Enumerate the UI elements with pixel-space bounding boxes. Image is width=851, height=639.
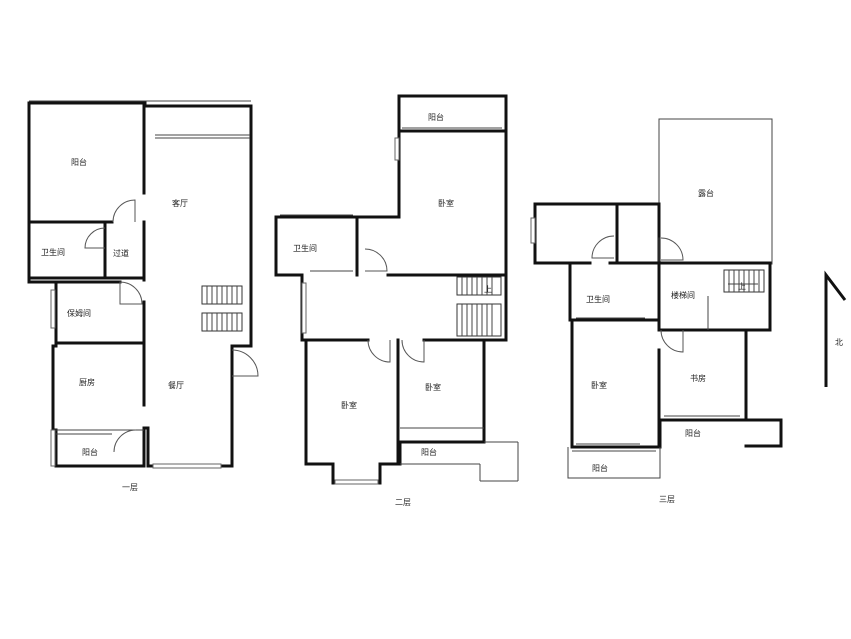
f3-terrace-label: 露台 bbox=[698, 188, 714, 198]
f1-window bbox=[50, 429, 56, 467]
f1-balcony-bottom-label: 阳台 bbox=[82, 447, 98, 457]
f1-door bbox=[112, 199, 136, 223]
north-arrow-icon bbox=[824, 270, 847, 387]
stair-flight bbox=[456, 303, 502, 337]
f2-door bbox=[367, 339, 391, 363]
f1-bath-label: 卫生间 bbox=[41, 247, 65, 257]
f2-master-bed-label: 卧室 bbox=[438, 198, 454, 208]
f3-stair-up-mark: 上 bbox=[738, 282, 746, 291]
f3-balcony-right-label: 阳台 bbox=[685, 428, 701, 438]
f1-door bbox=[119, 281, 143, 305]
f2-floor-label: 二层 bbox=[395, 498, 411, 507]
f2-door bbox=[364, 248, 388, 272]
f3-bed-label: 卧室 bbox=[591, 380, 607, 390]
f1-living-label: 客厅 bbox=[172, 198, 188, 208]
floor-2-outline bbox=[274, 94, 508, 485]
f3-terrace-outline bbox=[658, 118, 773, 265]
f1-window bbox=[50, 289, 56, 329]
f2-window bbox=[301, 282, 307, 334]
floor-1: 阳台 客厅 卫生间 过道 保姆间 厨房 餐厅 阳台 一层 bbox=[27, 100, 259, 492]
f3-stairs: 上 bbox=[723, 269, 765, 293]
f2-window bbox=[334, 479, 379, 485]
f1-balcony-top-label: 阳台 bbox=[71, 157, 87, 167]
f3-balcony-bottom-label: 阳台 bbox=[592, 463, 608, 473]
f2-balcony-bottom-label: 阳台 bbox=[421, 447, 437, 457]
f1-dining-label: 餐厅 bbox=[168, 381, 184, 390]
f1-window bbox=[152, 463, 222, 469]
floor-3: 上 露台 卫生间 楼梯间 卧室 书房 阳台 阳台 三层 bbox=[530, 118, 783, 504]
f2-door bbox=[401, 339, 425, 363]
f2-bed-right-label: 卧室 bbox=[425, 382, 441, 392]
f3-stairwell-label: 楼梯间 bbox=[671, 290, 695, 300]
f2-window bbox=[394, 137, 400, 161]
f1-door bbox=[84, 227, 106, 249]
f3-door bbox=[660, 237, 684, 261]
f1-door bbox=[113, 429, 137, 453]
f3-stairwell-box bbox=[657, 261, 772, 332]
f2-bed-left-label: 卧室 bbox=[341, 400, 357, 410]
f1-door bbox=[231, 349, 259, 377]
f1-floor-label: 一层 bbox=[122, 483, 138, 492]
floor-1-outline bbox=[27, 101, 253, 468]
f3-bath-label: 卫生间 bbox=[586, 294, 610, 304]
floor-2: 上 阳台 卧室 卫生间 卧室 卧室 阳台 二层 bbox=[274, 94, 519, 507]
north-compass: 北 bbox=[824, 270, 847, 387]
f3-balcony-bottom-outline bbox=[567, 447, 661, 479]
f3-door bbox=[660, 329, 684, 353]
f3-door bbox=[591, 235, 615, 259]
f3-window bbox=[530, 217, 536, 244]
f2-stair-up-mark: 上 bbox=[484, 285, 492, 294]
f1-stairs bbox=[201, 285, 243, 332]
stair-flight bbox=[456, 276, 502, 296]
f1-corridor-label: 过道 bbox=[113, 248, 129, 258]
f1-kitchen-label: 厨房 bbox=[79, 377, 95, 387]
f2-balcony-top-label: 阳台 bbox=[428, 112, 444, 122]
north-label: 北 bbox=[835, 338, 843, 347]
f3-floor-label: 三层 bbox=[659, 495, 675, 504]
f2-bath-label: 卫生间 bbox=[293, 243, 317, 253]
f2-stairs: 上 bbox=[456, 276, 502, 337]
floor-3-outline bbox=[533, 202, 748, 449]
f1-nanny-label: 保姆间 bbox=[67, 308, 91, 318]
f3-study-label: 书房 bbox=[690, 373, 706, 383]
